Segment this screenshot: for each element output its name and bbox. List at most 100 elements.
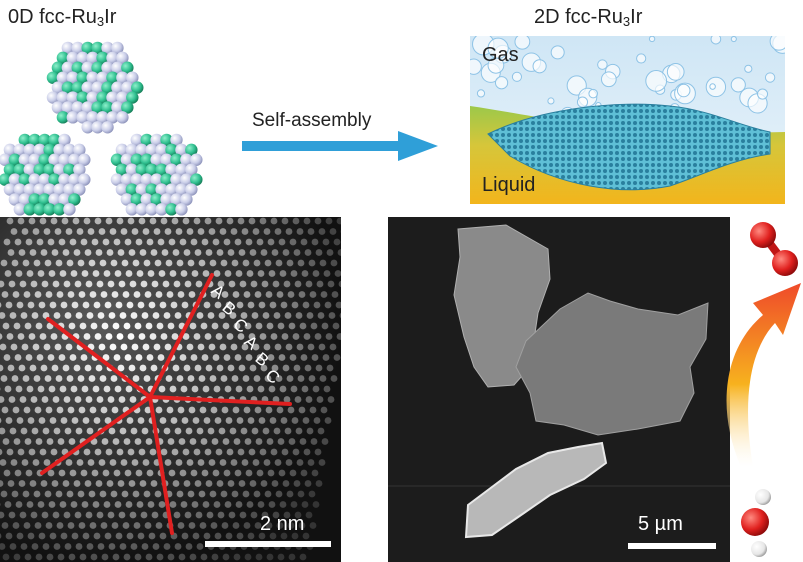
atom-column bbox=[19, 396, 27, 403]
atom-column bbox=[159, 417, 167, 424]
ir-atom bbox=[145, 183, 158, 196]
nanoparticle-top bbox=[46, 41, 144, 134]
atom-column bbox=[50, 448, 58, 456]
atom-column bbox=[140, 511, 148, 519]
atom-column bbox=[278, 354, 286, 361]
ru-atom bbox=[160, 193, 173, 206]
atom-column bbox=[305, 396, 313, 403]
atom-column bbox=[96, 396, 104, 403]
atom-column bbox=[192, 532, 200, 540]
atom-column bbox=[135, 469, 143, 477]
ir-atom bbox=[18, 133, 31, 147]
ru-atom bbox=[76, 111, 89, 124]
atom-column bbox=[67, 522, 75, 529]
atom-column bbox=[316, 396, 324, 403]
atom-column bbox=[289, 354, 297, 361]
atom-column bbox=[103, 501, 111, 508]
atom-column bbox=[294, 511, 302, 519]
atom-column bbox=[88, 375, 96, 382]
ru-atom bbox=[120, 193, 134, 206]
atom-column bbox=[129, 280, 137, 288]
atom-column bbox=[276, 291, 284, 298]
atom-column bbox=[181, 532, 189, 540]
atom-column bbox=[256, 469, 264, 477]
atom-column bbox=[248, 333, 256, 340]
atom-column bbox=[43, 343, 51, 351]
ru-atom bbox=[23, 163, 36, 176]
atom-column bbox=[40, 364, 48, 372]
atom-column bbox=[232, 291, 240, 298]
atom-column bbox=[299, 322, 307, 330]
atom-column bbox=[55, 259, 63, 267]
atom-column bbox=[308, 375, 316, 382]
ru-atom bbox=[13, 183, 27, 196]
ir-atom bbox=[145, 163, 158, 176]
atom-column bbox=[267, 238, 275, 246]
atom-column bbox=[116, 217, 124, 225]
atom-column bbox=[86, 312, 94, 319]
ir-atom bbox=[160, 173, 173, 186]
atom-column bbox=[229, 312, 237, 319]
atom-column bbox=[109, 459, 117, 466]
ir-atom bbox=[165, 143, 178, 157]
atom-column bbox=[162, 280, 170, 288]
atom-column bbox=[0, 312, 6, 319]
ir-atom bbox=[53, 203, 66, 216]
ir-atom bbox=[23, 203, 36, 216]
atom-column bbox=[21, 343, 29, 351]
atom-column bbox=[285, 343, 293, 351]
atom-column bbox=[24, 553, 32, 561]
atom-column bbox=[248, 217, 256, 225]
atom-column bbox=[137, 301, 145, 309]
atom-column bbox=[139, 480, 147, 487]
atom-column bbox=[250, 511, 258, 519]
ir-atom bbox=[96, 51, 109, 65]
atom-column bbox=[202, 270, 210, 277]
atom-column bbox=[194, 364, 202, 372]
atom-column bbox=[288, 322, 296, 330]
ru-atom bbox=[66, 91, 80, 104]
left-title: 0D fcc-Ru3Ir bbox=[8, 6, 117, 29]
atom-column bbox=[159, 532, 167, 540]
atom-column bbox=[141, 427, 149, 435]
ru-atom bbox=[180, 153, 193, 166]
atom-column bbox=[185, 543, 193, 550]
atom-column bbox=[65, 459, 73, 466]
ir-atom bbox=[3, 163, 17, 176]
atom-column bbox=[214, 417, 222, 424]
ru-atom bbox=[58, 153, 71, 166]
ru-atom bbox=[91, 81, 104, 94]
atom-column bbox=[58, 469, 66, 477]
atom-column bbox=[236, 532, 244, 540]
atom-column bbox=[319, 259, 327, 267]
atom-column bbox=[187, 490, 195, 498]
atom-column bbox=[259, 217, 267, 225]
atom-column bbox=[142, 228, 150, 235]
atom-column bbox=[130, 312, 138, 319]
atom-column bbox=[293, 480, 301, 487]
atom-column bbox=[222, 322, 230, 330]
atom-column bbox=[202, 385, 210, 393]
atom-column bbox=[248, 448, 256, 456]
atom-column bbox=[90, 322, 98, 330]
atom-column bbox=[204, 448, 212, 456]
atom-column bbox=[200, 553, 208, 561]
atom-column bbox=[84, 480, 92, 487]
atom-column bbox=[15, 385, 23, 393]
ir-atom bbox=[130, 153, 143, 166]
atom-column bbox=[0, 480, 4, 487]
atom-column bbox=[75, 427, 83, 435]
atom-column bbox=[138, 333, 146, 340]
atom-column bbox=[78, 291, 86, 298]
atom-column bbox=[34, 522, 42, 529]
atom-column bbox=[92, 501, 100, 508]
ru-atom bbox=[78, 153, 91, 166]
atom-column bbox=[298, 291, 306, 298]
gas-bubble bbox=[576, 96, 589, 108]
o2-molecule-icon bbox=[750, 222, 798, 276]
atom-column bbox=[337, 249, 341, 256]
atom-column bbox=[254, 291, 262, 298]
atom-column bbox=[279, 270, 287, 277]
atom-column bbox=[181, 417, 189, 424]
atom-column bbox=[277, 438, 285, 445]
